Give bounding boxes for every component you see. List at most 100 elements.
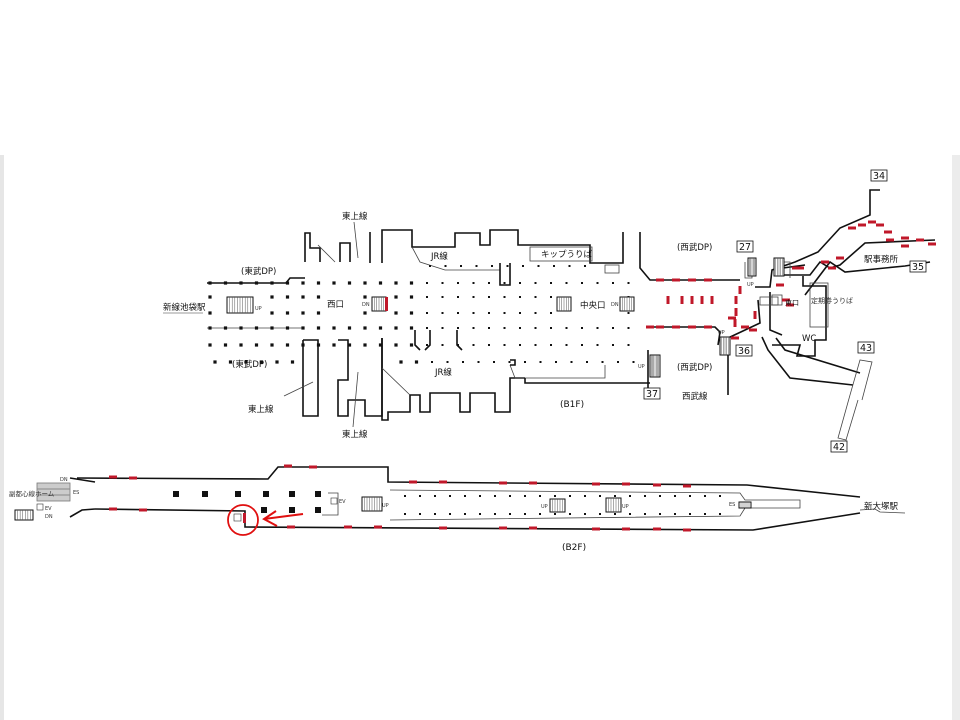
label-commuter-pass-office[interactable]: 定期券うりば <box>811 296 853 305</box>
stair-icon <box>14 509 34 521</box>
column <box>426 327 428 329</box>
column <box>457 296 459 298</box>
label-ev: EV <box>339 499 346 505</box>
column <box>550 296 552 298</box>
label-east-exit[interactable]: 東口 <box>785 298 799 307</box>
column <box>617 361 619 363</box>
column <box>457 282 459 284</box>
column <box>347 281 352 285</box>
column <box>270 326 274 330</box>
exit-marker <box>858 223 866 227</box>
column <box>719 495 721 497</box>
label-dn-west: DN <box>362 302 370 308</box>
column <box>301 295 305 299</box>
exit-marker <box>439 480 447 484</box>
column <box>704 513 706 515</box>
column <box>503 327 506 329</box>
column <box>441 344 444 346</box>
column <box>409 311 414 315</box>
column <box>599 495 601 497</box>
label-ticket-office[interactable]: キップうりば <box>541 250 593 260</box>
exit-marker <box>734 296 738 304</box>
column <box>674 513 676 515</box>
label-tobu-dp-top: (東武DP) <box>241 266 276 277</box>
column <box>208 281 212 285</box>
exit-marker <box>592 527 600 531</box>
exit-marker <box>499 481 507 485</box>
column <box>524 495 526 497</box>
label-seibu-line: 西武線 <box>682 391 708 402</box>
label-seibu-dp-bottom: (西武DP) <box>677 362 712 373</box>
column <box>570 361 573 363</box>
exit-marker <box>529 526 537 530</box>
column <box>275 360 279 364</box>
column <box>503 282 506 284</box>
column <box>627 327 630 329</box>
column <box>488 296 490 298</box>
column <box>223 343 228 347</box>
column <box>378 281 383 285</box>
column <box>285 295 290 299</box>
exit-marker <box>374 525 382 529</box>
arrow-icon <box>263 513 304 520</box>
column <box>627 312 630 314</box>
exit-marker <box>688 325 696 329</box>
exit-marker <box>109 507 117 511</box>
column <box>632 361 635 363</box>
column <box>449 513 451 515</box>
column <box>612 327 614 329</box>
column <box>488 312 490 314</box>
column <box>431 361 433 363</box>
stair-icon <box>361 496 383 512</box>
column <box>223 281 228 285</box>
column <box>419 495 421 497</box>
column <box>316 295 321 299</box>
svg-text:42: 42 <box>833 442 845 453</box>
column <box>534 327 537 329</box>
label-west-exit[interactable]: 西口 <box>327 300 344 310</box>
exit-marker <box>344 525 352 529</box>
exit-number-42: 42 <box>830 440 848 453</box>
column <box>565 344 568 346</box>
column <box>659 495 661 497</box>
column <box>301 343 305 347</box>
exit-marker <box>796 266 804 270</box>
exit-number-36: 36 <box>735 344 753 357</box>
column <box>689 513 691 515</box>
column <box>554 513 556 515</box>
elevator-icon <box>36 503 44 511</box>
exit-marker <box>786 303 794 307</box>
column <box>426 296 428 298</box>
column <box>509 513 511 515</box>
exit-marker <box>700 296 704 304</box>
column <box>223 326 228 330</box>
exit-marker <box>884 230 892 234</box>
label-central-exit[interactable]: 中央口 <box>580 300 606 311</box>
column <box>457 312 459 314</box>
column <box>704 495 706 497</box>
exit-marker <box>672 325 680 329</box>
column <box>394 326 398 330</box>
column <box>414 360 419 364</box>
svg-text:35: 35 <box>912 262 924 273</box>
label-tojo-line-top: 東上線 <box>342 211 368 222</box>
stair-icon <box>605 497 622 513</box>
column <box>493 361 495 363</box>
column <box>601 361 604 363</box>
column <box>259 360 264 364</box>
exit-marker <box>287 525 295 529</box>
column <box>285 281 290 285</box>
exit-marker <box>139 508 147 512</box>
column <box>519 327 521 329</box>
label-station-office: 駅事務所 <box>864 254 899 265</box>
exit-marker <box>622 482 630 486</box>
label-up-36: UP <box>718 330 725 336</box>
map-frame <box>0 155 960 720</box>
exit-marker <box>284 464 292 468</box>
column <box>659 513 661 515</box>
column <box>569 513 571 515</box>
column <box>629 495 631 497</box>
column <box>534 296 537 298</box>
column <box>550 312 552 314</box>
exit-marker <box>690 296 694 304</box>
